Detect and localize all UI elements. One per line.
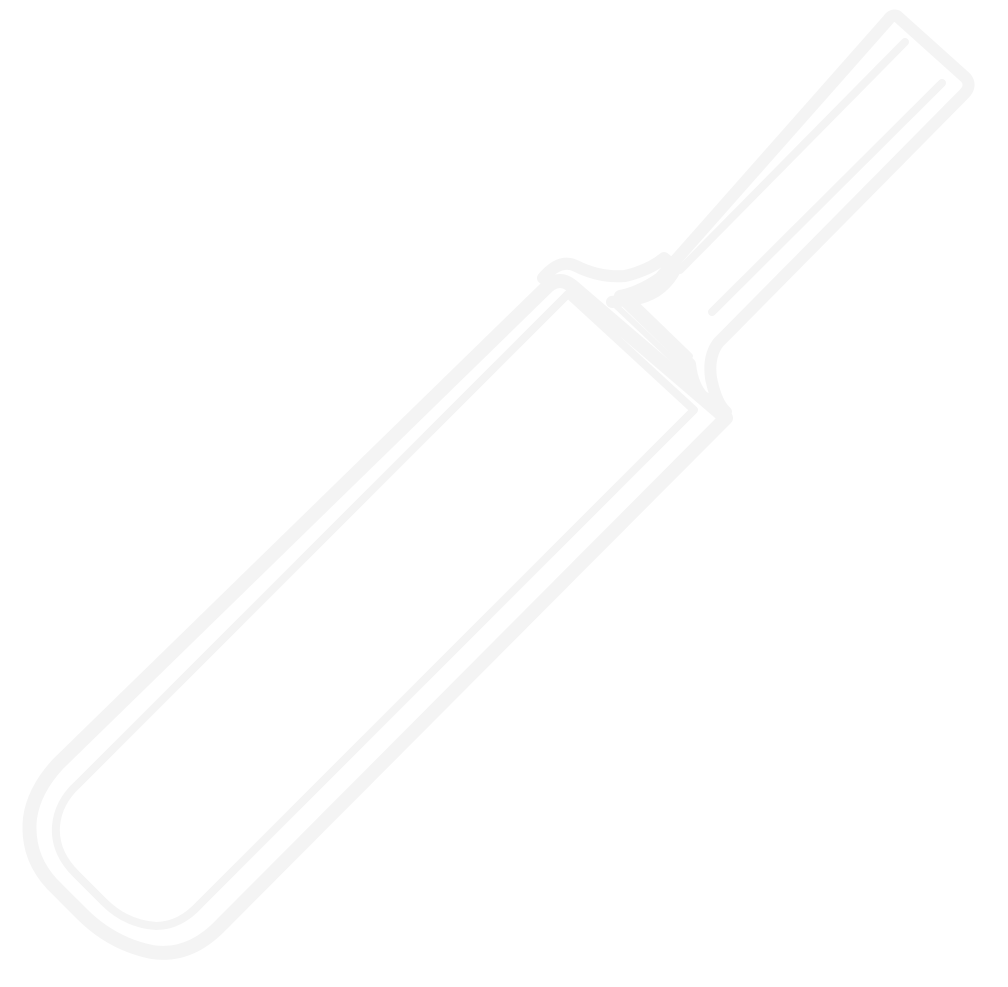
cricket-bat	[22, 9, 975, 960]
bat-handle-grip-line	[708, 79, 946, 316]
bat-splice-line	[609, 299, 689, 375]
bat-handle-grip-line	[676, 38, 909, 274]
bat-blade-outline	[22, 274, 733, 960]
bat-blade-face	[51, 290, 698, 930]
bat-shoulder	[537, 252, 682, 308]
bat-handle-outline	[614, 9, 975, 418]
bat-splice-line	[625, 293, 693, 359]
